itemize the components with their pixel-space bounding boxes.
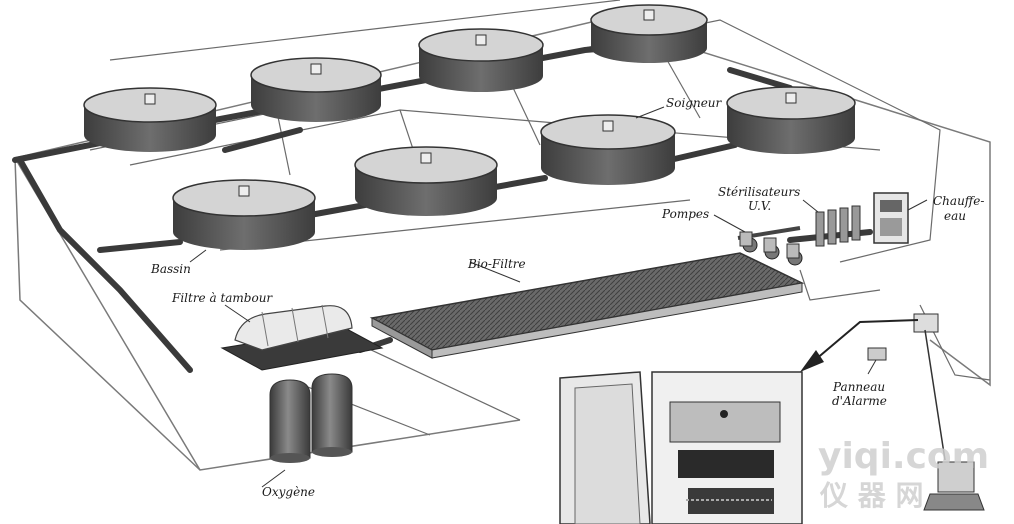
label-soigneur: Soigneur xyxy=(666,96,723,110)
tank-1 xyxy=(83,87,217,152)
label-chauffe: Chauffe- xyxy=(933,194,984,208)
drum-filter xyxy=(220,304,384,371)
computer xyxy=(923,329,985,511)
label-oxygene: Oxygène xyxy=(262,485,315,499)
labels: Soigneur Stérilisateurs U.V. Chauffe- ea… xyxy=(150,96,984,499)
tank-7 xyxy=(354,146,498,216)
label-bassin: Bassin xyxy=(150,262,191,276)
tank-5 xyxy=(726,86,856,154)
leader-lines xyxy=(189,106,928,488)
tank-8 xyxy=(172,179,316,250)
label-bio-filtre: Bio-Filtre xyxy=(467,257,526,271)
label-alarme: d'Alarme xyxy=(832,394,887,408)
pumps xyxy=(737,226,803,266)
control-cabinet xyxy=(559,371,803,524)
watermark: yiqi.com 仪 器 网 xyxy=(818,436,989,512)
tank-2 xyxy=(250,57,382,122)
label-panneau: Panneau xyxy=(832,380,885,394)
watermark-sub: 仪 器 网 xyxy=(819,479,924,512)
label-filtre-tambour: Filtre à tambour xyxy=(171,291,273,305)
oxygen-cylinders xyxy=(269,373,353,463)
label-sterilisateurs: Stérilisateurs xyxy=(718,185,800,199)
tank-3 xyxy=(418,28,544,92)
arrow xyxy=(800,319,919,372)
tank-6 xyxy=(540,114,676,185)
label-uv: U.V. xyxy=(748,199,771,213)
tank-4 xyxy=(590,4,708,63)
label-eau: eau xyxy=(944,209,966,223)
label-pompes: Pompes xyxy=(661,207,709,221)
watermark-main: yiqi.com xyxy=(818,436,989,477)
bio-filter xyxy=(369,252,805,359)
water-heater xyxy=(873,192,909,244)
uv-sterilisers xyxy=(815,205,861,247)
